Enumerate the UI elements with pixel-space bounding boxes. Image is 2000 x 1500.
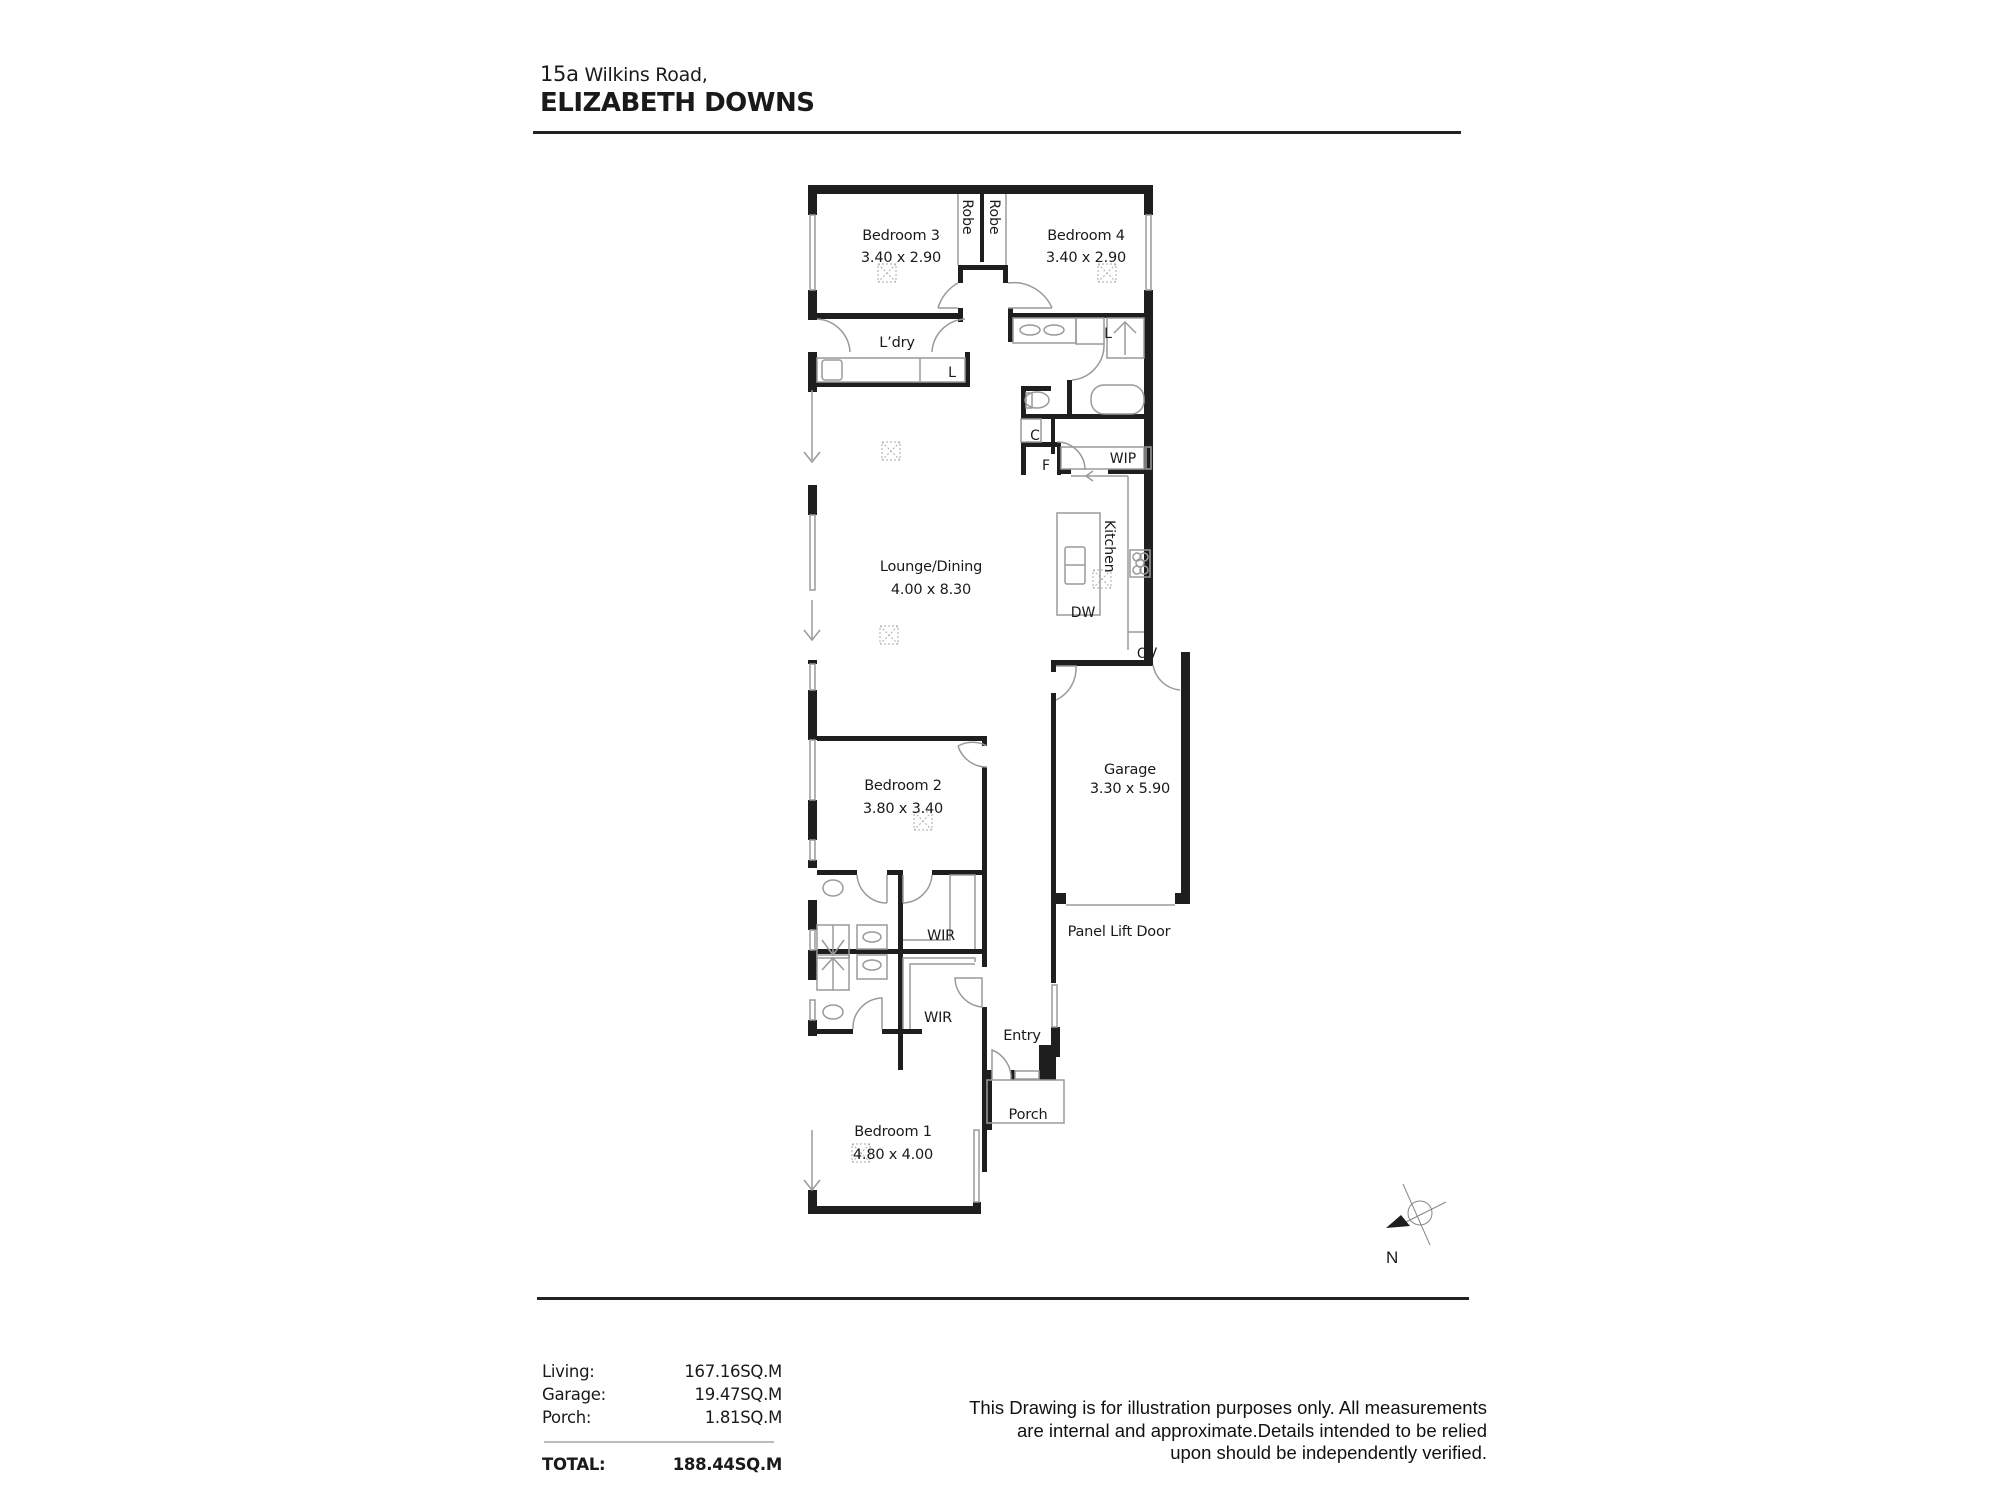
disclaimer-line: This Drawing is for illustration purpose… bbox=[969, 1397, 1487, 1418]
address-line: 15a Wilkins Road, bbox=[540, 62, 708, 86]
windows-and-fixtures bbox=[803, 194, 1181, 1203]
bedroom3-name: Bedroom 3 bbox=[862, 228, 940, 244]
area-row-living: Living: 167.16SQ.M bbox=[542, 1362, 782, 1385]
lounge-name: Lounge/Dining bbox=[880, 559, 982, 575]
bedroom1-size: 4.80 x 4.00 bbox=[853, 1147, 933, 1163]
area-row-total: TOTAL: 188.44SQ.M bbox=[542, 1455, 782, 1478]
disclaimer-line: upon should be independently verified. bbox=[1170, 1442, 1487, 1463]
street-name: Wilkins Road, bbox=[584, 64, 708, 86]
cupboard-label: C bbox=[1030, 428, 1040, 444]
wir-lower-label: WIR bbox=[924, 1010, 952, 1026]
bedroom2-name: Bedroom 2 bbox=[864, 778, 942, 794]
area-label: Living: bbox=[542, 1362, 595, 1381]
area-summary: Living: 167.16SQ.M Garage: 19.47SQ.M Por… bbox=[542, 1362, 782, 1478]
room-labels: Bedroom 3 3.40 x 2.90 Bedroom 4 3.40 x 2… bbox=[853, 199, 1171, 1163]
disclaimer: This Drawing is for illustration purpose… bbox=[880, 1397, 1487, 1465]
street-number: 15a bbox=[540, 62, 579, 86]
bedroom2-size: 3.80 x 3.40 bbox=[863, 801, 943, 817]
area-label: Garage: bbox=[542, 1385, 606, 1404]
disclaimer-line: are internal and approximate.Details int… bbox=[1017, 1419, 1487, 1441]
bedroom1-name: Bedroom 1 bbox=[854, 1124, 932, 1140]
laundry-linen-label: L bbox=[948, 365, 956, 381]
walls bbox=[808, 185, 1190, 1214]
dishwasher-label: DW bbox=[1071, 605, 1096, 621]
north-arrow-icon bbox=[1386, 1183, 1447, 1246]
kitchen-label: Kitchen bbox=[1101, 520, 1117, 573]
total-value: 188.44SQ.M bbox=[672, 1455, 783, 1474]
header-divider bbox=[533, 131, 1461, 134]
total-divider bbox=[544, 1441, 774, 1443]
footer-divider bbox=[537, 1297, 1469, 1300]
light-fittings bbox=[851, 263, 1117, 1163]
suburb-title: ELIZABETH DOWNS bbox=[540, 88, 815, 118]
wir-upper-label: WIR bbox=[927, 928, 955, 944]
total-label: TOTAL: bbox=[542, 1455, 606, 1474]
oven-label: OV bbox=[1137, 646, 1158, 662]
area-value: 1.81SQ.M bbox=[704, 1408, 783, 1427]
bedroom4-size: 3.40 x 2.90 bbox=[1046, 250, 1126, 266]
area-value: 167.16SQ.M bbox=[684, 1362, 782, 1381]
area-row-porch: Porch: 1.81SQ.M bbox=[542, 1408, 782, 1431]
garage-name: Garage bbox=[1104, 762, 1156, 778]
garage-door-label: Panel Lift Door bbox=[1068, 924, 1171, 940]
pantry-label: WIP bbox=[1110, 451, 1136, 467]
north-label: N bbox=[1386, 1248, 1399, 1267]
entry-label: Entry bbox=[1003, 1028, 1041, 1044]
bath-linen-label: L bbox=[1104, 326, 1112, 342]
bedroom4-name: Bedroom 4 bbox=[1047, 228, 1125, 244]
lounge-size: 4.00 x 8.30 bbox=[891, 582, 971, 598]
area-label: Porch: bbox=[542, 1408, 592, 1427]
fridge-label: F bbox=[1042, 458, 1050, 474]
area-value: 19.47SQ.M bbox=[694, 1385, 783, 1404]
bedroom3-size: 3.40 x 2.90 bbox=[861, 250, 941, 266]
area-row-garage: Garage: 19.47SQ.M bbox=[542, 1385, 782, 1408]
robe-right-label: Robe bbox=[986, 199, 1002, 234]
laundry-label: L’dry bbox=[879, 335, 915, 351]
robe-left-label: Robe bbox=[959, 199, 975, 234]
porch-label: Porch bbox=[1009, 1107, 1048, 1123]
garage-size: 3.30 x 5.90 bbox=[1090, 781, 1170, 797]
